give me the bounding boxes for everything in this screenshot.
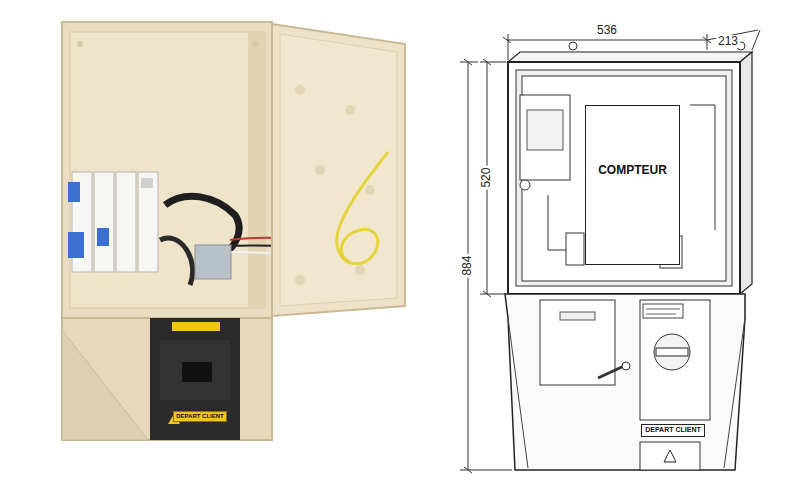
cabinet-photo-part — [62, 22, 272, 318]
open-door-part — [337, 152, 388, 264]
open-door-part — [295, 85, 305, 95]
lower-housing-drawing-part — [640, 300, 710, 420]
lower-housing-drawing-part — [643, 304, 683, 318]
lower-housing-drawing-part — [646, 309, 680, 314]
open-door-part — [272, 24, 405, 316]
cabinet-photo-part — [77, 41, 83, 47]
base-photo-part — [150, 318, 240, 440]
wiring-part — [195, 245, 231, 279]
lower-housing-drawing-part — [622, 362, 630, 370]
lower-housing-drawing-part — [656, 348, 688, 356]
node-text: DEPART CLIENT — [176, 413, 224, 420]
node-text: DEPART CLIENT — [645, 426, 701, 434]
breaker-modules — [68, 172, 158, 272]
lower-housing-drawing-part — [560, 312, 595, 320]
dimension-lines-part — [460, 62, 512, 470]
open-door-part — [355, 265, 365, 275]
cabinet-photo — [62, 22, 272, 318]
housing-drawing-part — [569, 42, 577, 50]
open-door — [272, 24, 405, 316]
breaker-modules-part — [68, 232, 84, 258]
lower-housing-drawing-part — [664, 450, 676, 462]
cabinet-photo-part — [252, 41, 258, 47]
dimension-label: 536 — [595, 24, 619, 37]
dimension-lines-part — [464, 37, 711, 473]
housing-drawing — [508, 42, 752, 294]
breaker-modules-part — [68, 182, 80, 202]
open-door-part — [345, 105, 355, 115]
output-label: DEPART CLIENT — [641, 424, 705, 437]
housing-drawing-part — [690, 105, 715, 230]
housing-drawing-part — [527, 110, 563, 150]
housing-drawing-part — [740, 52, 752, 294]
base-photo-part — [172, 322, 220, 331]
breaker-modules-part — [94, 172, 114, 272]
meter-box: COMPTEUR — [585, 105, 680, 265]
dimension-lines-part — [507, 30, 760, 60]
open-door-part — [295, 275, 305, 285]
lower-housing-drawing-part — [505, 294, 745, 470]
base-photo-part — [62, 318, 272, 440]
lower-housing-drawing-part — [654, 334, 690, 370]
housing-drawing-part — [508, 52, 752, 62]
dimension-lines-part — [480, 62, 506, 294]
open-door-part — [280, 34, 397, 306]
breaker-modules-part — [116, 172, 136, 272]
dimension-label: 213 — [716, 35, 740, 48]
breaker-modules-part — [97, 228, 109, 246]
lower-housing-drawing-part — [640, 442, 700, 470]
housing-drawing-part — [516, 70, 732, 286]
base-photo-part — [160, 340, 230, 400]
dimension-lines — [460, 30, 760, 473]
lower-housing-drawing-part — [540, 300, 615, 385]
node-text: COMPTEUR — [590, 164, 675, 178]
base-photo — [62, 318, 272, 440]
breaker-modules-part — [138, 172, 158, 272]
dimension-label: 884 — [461, 254, 474, 278]
housing-drawing-part — [566, 233, 584, 265]
lower-housing-drawing-part — [598, 366, 624, 378]
warning-label: DEPART CLIENT — [173, 411, 227, 422]
wiring-part — [160, 238, 193, 285]
housing-drawing-part — [508, 62, 740, 294]
open-door-part — [315, 165, 325, 175]
cabinet-photo-part — [70, 32, 265, 308]
housing-drawing-part — [520, 95, 570, 180]
breaker-modules-part — [141, 178, 153, 188]
open-door-part — [365, 185, 375, 195]
cabinet-photo-part — [248, 32, 265, 308]
base-photo-part — [182, 362, 212, 382]
base-photo-part — [62, 330, 148, 440]
lower-housing-drawing — [505, 294, 745, 470]
housing-drawing-part — [520, 180, 530, 190]
dimension-label: 520 — [480, 166, 493, 190]
